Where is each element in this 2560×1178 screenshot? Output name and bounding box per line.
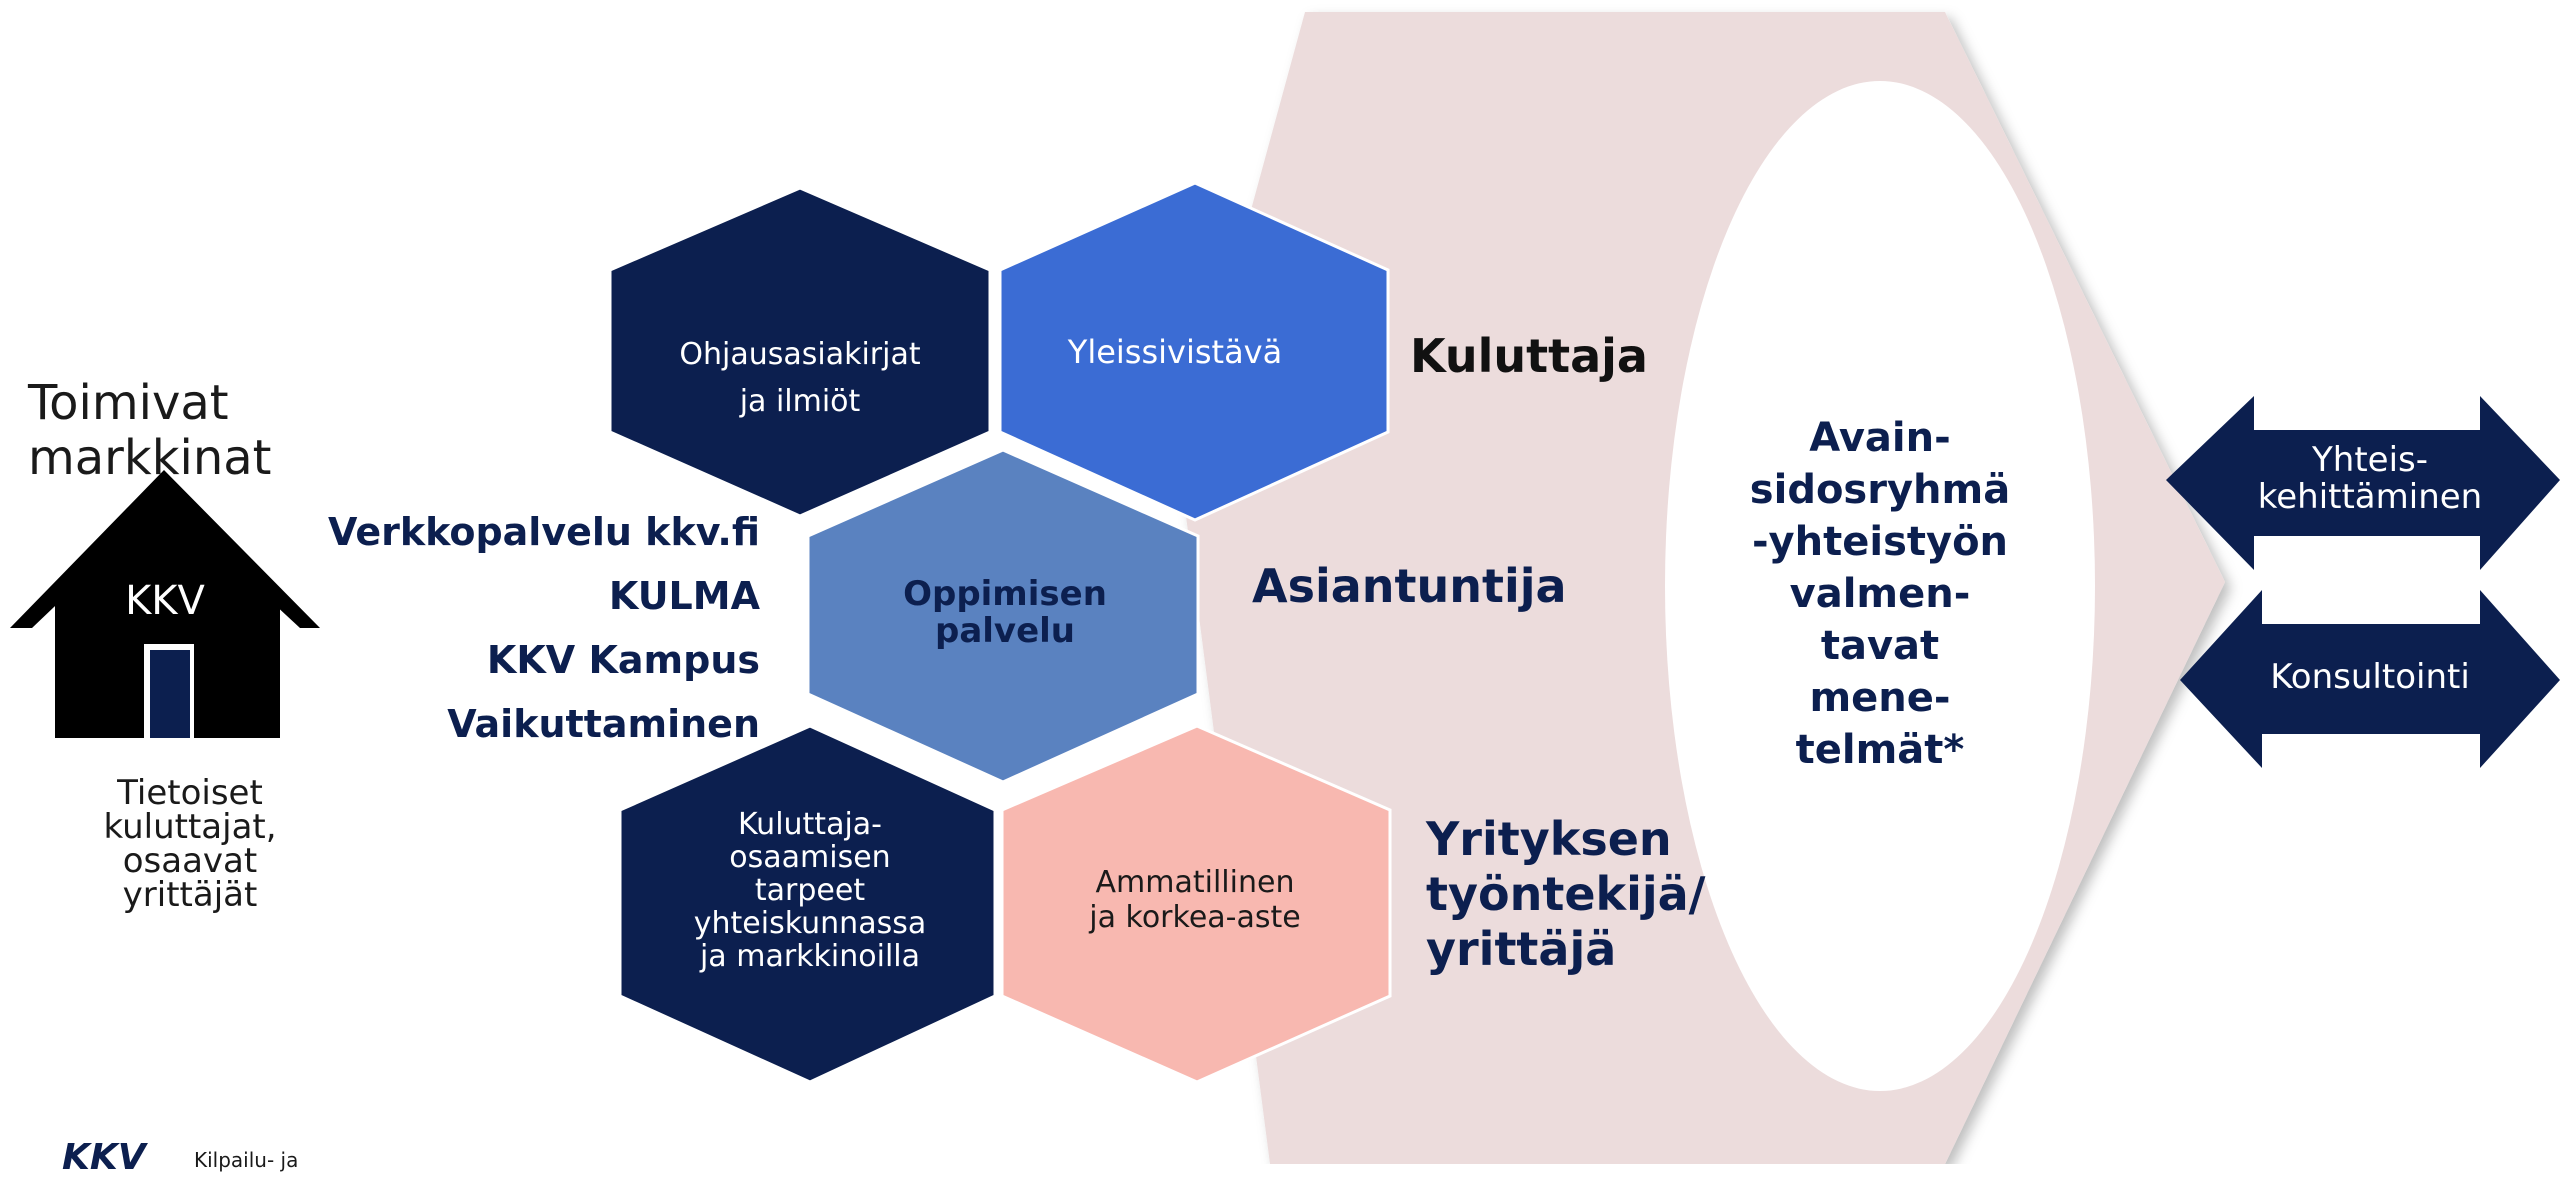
hex-bottom-left <box>618 724 997 1084</box>
key-ellipse <box>1665 81 2095 1091</box>
hex-center <box>806 448 1200 784</box>
hex-top-left <box>608 186 992 518</box>
page-heading: Toimivat markkinat <box>28 375 272 487</box>
hex-bottom-left-label: Kuluttaja- osaamisen tarpeet yhteiskunna… <box>693 807 927 974</box>
house-label: KKV <box>125 578 205 624</box>
house-caption: Tietoiset kuluttajat, osaavat yrittäjät <box>103 773 277 915</box>
house-icon <box>10 470 320 738</box>
arrow-yhteiskehittaminen <box>2166 396 2560 570</box>
hex-top-left-label: Ohjausasiakirjat ja ilmiöt <box>679 337 921 419</box>
ellipse-label: Avain- sidosryhmä -yhteistyön valmen- ta… <box>1749 415 2011 773</box>
hex-center-label: Oppimisen palvelu <box>903 574 1107 652</box>
arrow-konsultointi-label: Konsultointi <box>2270 657 2470 697</box>
arrow-konsultointi <box>2180 590 2560 768</box>
arrow-yhteiskehittaminen-label: Yhteis- kehittäminen <box>2257 440 2483 518</box>
hex-bottom-right-label: Ammatillinen ja korkea-aste <box>1089 865 1301 935</box>
channel-kkv-kampus: KKV Kampus <box>486 638 760 682</box>
hex-top-right-label: Yleissivistävä <box>1067 333 1283 371</box>
hex-top-right <box>998 181 1390 522</box>
channel-vaikuttaminen: Vaikuttaminen <box>447 702 760 746</box>
audience-business: Yrityksen työntekijä/ yrittäjä <box>1426 812 1706 977</box>
hex-bottom-right <box>1000 724 1392 1084</box>
channel-verkkopalvelu: Verkkopalvelu kkv.fi <box>327 510 760 554</box>
channel-kulma: KULMA <box>608 574 760 618</box>
logo-sub: Kilpailu- ja <box>194 1148 299 1172</box>
audience-expert: Asiantuntija <box>1252 559 1567 613</box>
audience-consumer: Kuluttaja <box>1410 329 1648 383</box>
logo-text: KKV <box>62 1137 146 1178</box>
